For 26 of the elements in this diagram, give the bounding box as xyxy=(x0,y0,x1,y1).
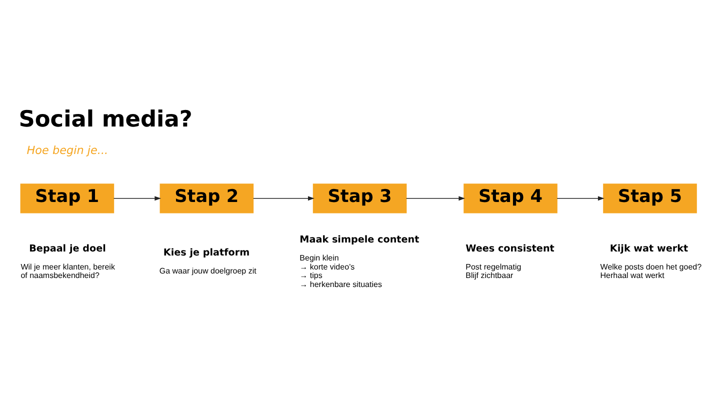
node-box: Stap 3 xyxy=(312,184,407,214)
node-label: Blijf zichtbaar xyxy=(466,271,514,280)
node-label: Kies je platform xyxy=(163,247,250,258)
node-box: Stap 5 xyxy=(603,184,697,214)
node-label: Kijk wat werkt xyxy=(610,243,688,254)
node-label: Bepaal je doel xyxy=(29,243,106,254)
node-label: → korte video’s xyxy=(300,262,355,272)
node-label: Welke posts doen het goed? xyxy=(600,262,702,272)
node-label: → tips xyxy=(300,271,322,280)
node-label: → herkenbare situaties xyxy=(300,280,382,289)
arrow xyxy=(252,196,314,201)
arrow xyxy=(556,196,604,201)
node-box: Stap 1 xyxy=(20,184,114,214)
node-label: Herhaal wat werkt xyxy=(600,271,664,280)
node-label: Wees consistent xyxy=(466,243,554,254)
node-label: Maak simpele content xyxy=(300,234,420,246)
node-label: Post regelmatig xyxy=(466,262,522,272)
node-label: Begin klein xyxy=(300,254,339,263)
diagram-title: Social media? xyxy=(18,106,192,133)
node-label: Wil je meer klanten, bereik of naamsbekendheid? xyxy=(20,262,115,280)
node-label: Ga waar jouw doelgroep zit xyxy=(159,266,256,276)
node-box: Stap 4 xyxy=(464,184,558,214)
node-box: Stap 2 xyxy=(160,184,254,214)
arrow xyxy=(113,196,162,201)
arrow xyxy=(406,196,466,201)
label: Hoe begin je... xyxy=(26,144,108,158)
